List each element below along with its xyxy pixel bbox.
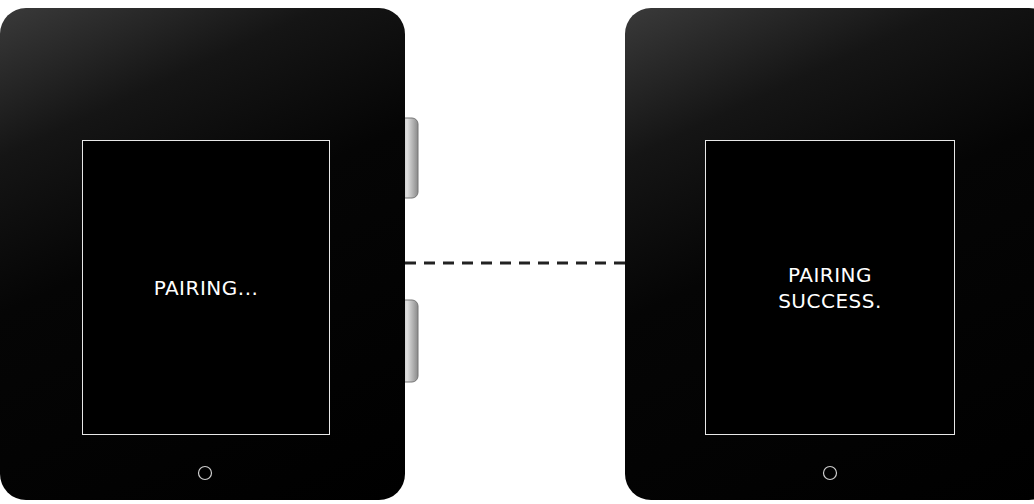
- device-screen: PAIRING...: [82, 140, 330, 435]
- screen-message: PAIRING SUCCESS.: [770, 262, 890, 314]
- screen-text-wrap: PAIRING...: [154, 275, 259, 301]
- tablet-device: PAIRING SUCCESS.: [625, 8, 1034, 500]
- pairing-link: [405, 262, 625, 265]
- device-screen: PAIRING SUCCESS.: [705, 140, 955, 435]
- home-button: [824, 467, 837, 480]
- screen-message: PAIRING...: [154, 275, 259, 301]
- tablet-device: PAIRING...: [0, 8, 405, 500]
- home-button: [199, 467, 212, 480]
- screen-text-wrap: PAIRING SUCCESS.: [770, 262, 890, 314]
